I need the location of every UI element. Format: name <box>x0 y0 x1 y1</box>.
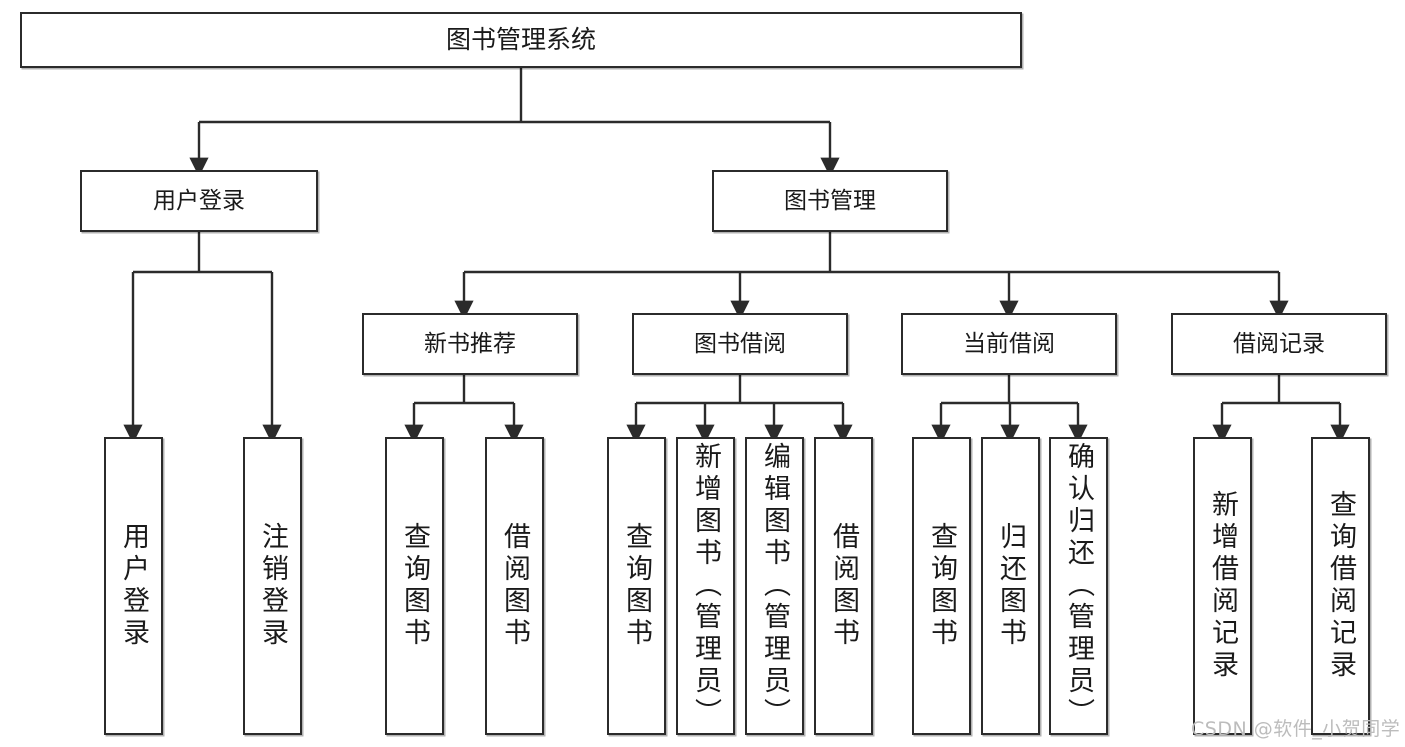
node-book-borrow[interactable]: 图书借阅 <box>632 313 848 375</box>
leaf-query-book-borrow[interactable]: 查询图书 <box>607 437 666 735</box>
node-user-login[interactable]: 用户登录 <box>80 170 318 232</box>
node-book-management[interactable]: 图书管理 <box>712 170 948 232</box>
node-label: 注销登录 <box>257 522 288 650</box>
node-label: 借阅记录 <box>1233 330 1325 357</box>
node-label: 查询借阅记录 <box>1325 490 1356 682</box>
leaf-return-book[interactable]: 归还图书 <box>981 437 1040 735</box>
leaf-add-borrow-record[interactable]: 新增借阅记录 <box>1193 437 1252 735</box>
node-label: 归还图书 <box>995 522 1026 650</box>
node-label: 新增图书（管理员） <box>690 442 721 730</box>
node-root-book-management-system[interactable]: 图书管理系统 <box>20 12 1022 68</box>
node-label: 查询图书 <box>399 522 430 650</box>
node-label: 新书推荐 <box>424 330 516 357</box>
node-label: 图书管理系统 <box>445 24 596 54</box>
node-label: 用户登录 <box>153 187 245 214</box>
node-borrow-record[interactable]: 借阅记录 <box>1171 313 1387 375</box>
leaf-add-book-admin[interactable]: 新增图书（管理员） <box>676 437 735 735</box>
node-label: 图书管理 <box>784 187 876 214</box>
leaf-query-book-current[interactable]: 查询图书 <box>912 437 971 735</box>
leaf-query-borrow-record[interactable]: 查询借阅记录 <box>1311 437 1370 735</box>
node-label: 借阅图书 <box>828 522 859 650</box>
node-label: 当前借阅 <box>963 330 1055 357</box>
node-label: 确认归还（管理员） <box>1063 442 1094 730</box>
node-new-book-recommend[interactable]: 新书推荐 <box>362 313 578 375</box>
node-label: 图书借阅 <box>694 330 786 357</box>
leaf-borrow-book-newbook[interactable]: 借阅图书 <box>485 437 544 735</box>
node-label: 查询图书 <box>621 522 652 650</box>
node-label: 用户登录 <box>118 522 149 650</box>
leaf-user-login[interactable]: 用户登录 <box>104 437 163 735</box>
leaf-confirm-return-admin[interactable]: 确认归还（管理员） <box>1049 437 1108 735</box>
leaf-edit-book-admin[interactable]: 编辑图书（管理员） <box>745 437 804 735</box>
node-current-borrow[interactable]: 当前借阅 <box>901 313 1117 375</box>
node-label: 借阅图书 <box>499 522 530 650</box>
leaf-query-book-newbook[interactable]: 查询图书 <box>385 437 444 735</box>
node-label: 新增借阅记录 <box>1207 490 1238 682</box>
leaf-borrow-book-borrow[interactable]: 借阅图书 <box>814 437 873 735</box>
node-label: 查询图书 <box>926 522 957 650</box>
node-label: 编辑图书（管理员） <box>759 442 790 730</box>
leaf-user-logout[interactable]: 注销登录 <box>243 437 302 735</box>
